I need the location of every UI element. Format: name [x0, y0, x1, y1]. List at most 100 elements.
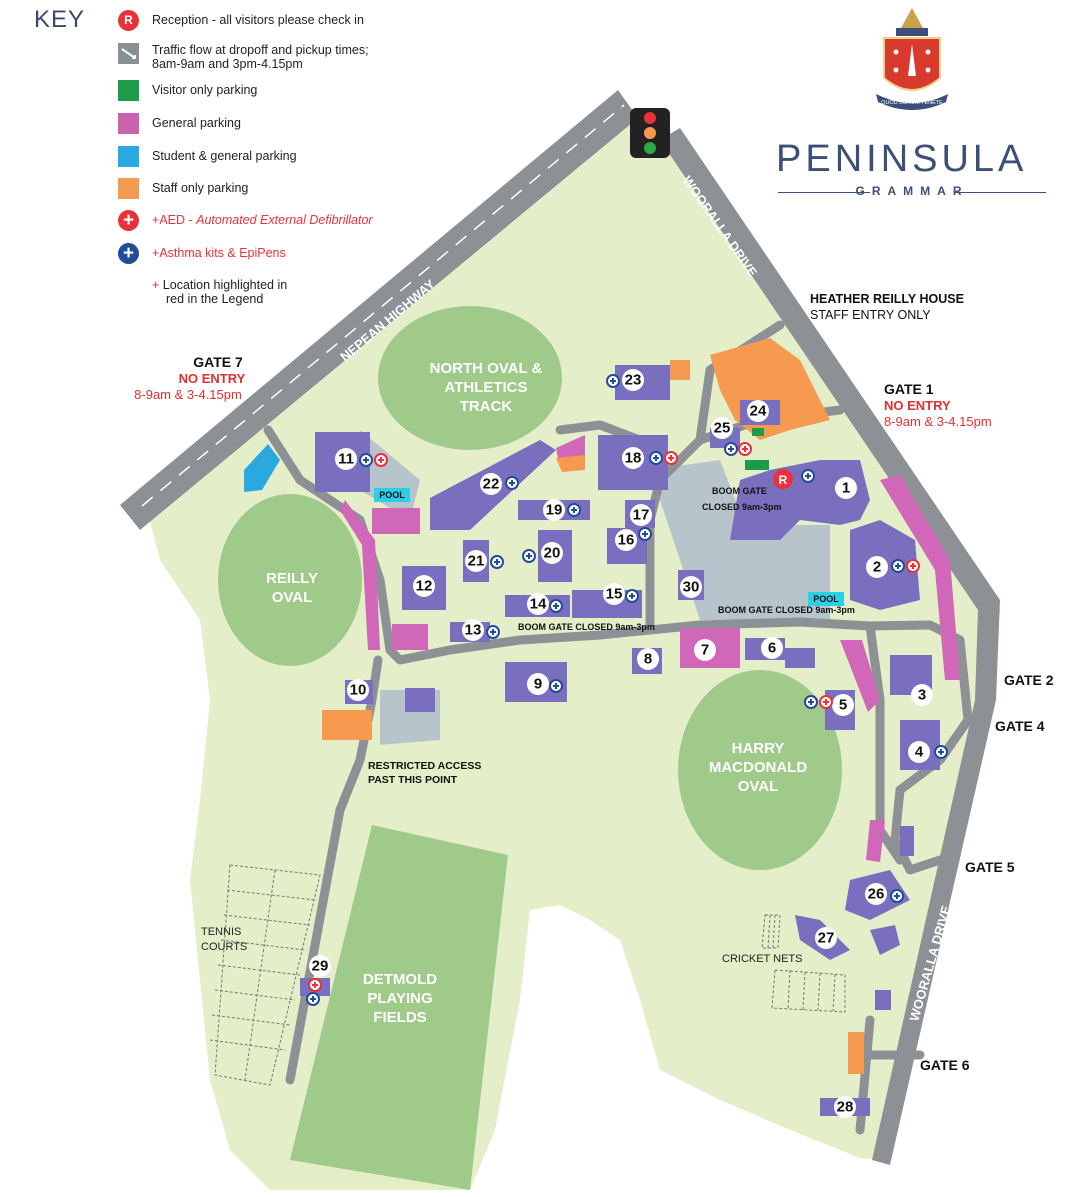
plus-icon: [728, 446, 734, 452]
building-marker: [832, 694, 854, 716]
building-marker: [462, 619, 484, 641]
key-label: Location highlighted in: [162, 278, 288, 292]
plus-icon: [808, 699, 814, 705]
building-marker: [835, 477, 857, 499]
key-label-2: 8am-9am and 3pm-4.15pm: [152, 57, 303, 71]
reception-icon: R: [118, 10, 139, 31]
building-number: 27: [818, 930, 835, 947]
building-number: 13: [465, 622, 482, 639]
school-crest: QUOD BONUM TENETE: [876, 8, 948, 110]
building-number: 22: [483, 476, 500, 493]
visitor-parking-swatch: [118, 80, 139, 101]
building-marker: [637, 648, 659, 670]
building-marker: [527, 673, 549, 695]
building-marker: [694, 639, 716, 661]
building-marker: [413, 575, 435, 597]
building-marker: [335, 448, 357, 470]
building-marker: [347, 679, 369, 701]
building-marker: [834, 1096, 856, 1118]
staff-parking-swatch: [118, 178, 139, 199]
plus-icon: [509, 480, 515, 486]
building-number: 16: [618, 532, 635, 549]
detmold-label-3: FIELDS: [373, 1009, 426, 1026]
building-marker: [911, 684, 933, 706]
key-label: Staff only parking: [152, 181, 249, 195]
building-number: 10: [350, 682, 367, 699]
north-oval-label-3: TRACK: [460, 398, 513, 415]
harry-oval-label-2: MACDONALD: [709, 759, 807, 776]
plus-icon: [653, 455, 659, 461]
asthma-icon: +: [118, 243, 139, 264]
building-numbers: 1 2 3 4 5 6 7 8 9 10 11 12 13 14 15 16 1…: [309, 369, 933, 1118]
pool: [808, 592, 844, 606]
reilly-oval: [218, 494, 362, 666]
building-number: 19: [546, 502, 563, 519]
building-number: 26: [868, 886, 885, 903]
gate-4-label: GATE 4: [995, 718, 1045, 734]
plus-icon: [910, 563, 916, 569]
plus-icon: [805, 473, 811, 479]
plus-icon: [490, 629, 496, 635]
traffic-flow-icon: [118, 43, 139, 64]
reilly-oval-label-1: REILLY: [266, 570, 318, 587]
key-label: General parking: [152, 116, 241, 130]
gate-6-label: GATE 6: [920, 1057, 970, 1073]
key-prefix: +: [152, 278, 160, 292]
gate-1-no-entry: NO ENTRY: [884, 398, 951, 413]
building-number: 28: [837, 1099, 854, 1116]
tennis-courts-label: COURTS: [201, 941, 247, 953]
building-number: 20: [544, 545, 561, 562]
detmold-playing-fields: [290, 825, 508, 1190]
building-marker: [865, 883, 887, 905]
building-marker: [622, 369, 644, 391]
building-marker: [615, 529, 637, 551]
plus-icon: [938, 749, 944, 755]
harry-oval-label-3: OVAL: [738, 778, 779, 795]
gate-2-label: GATE 2: [1004, 672, 1054, 688]
reception-icon: [773, 469, 793, 489]
key-italic: Automated External Defibrillator: [196, 213, 373, 227]
traffic-light-icon: [630, 108, 670, 158]
building-marker: [680, 576, 702, 598]
building-marker: [761, 637, 783, 659]
plus-markers: [306, 374, 948, 1006]
staff-entry-label: STAFF ENTRY ONLY: [810, 308, 931, 322]
aed-icon: +: [118, 210, 139, 231]
pool-label: POOL: [379, 490, 405, 500]
north-oval: [378, 306, 562, 450]
boom-gate-label: BOOM GATE CLOSED 9am-3pm: [718, 605, 855, 615]
building-marker: [527, 593, 549, 615]
gate-7-no-entry: NO ENTRY: [179, 371, 246, 386]
boom-gate-label: BOOM GATE CLOSED 9am-3pm: [518, 622, 655, 632]
nepean-highway: [120, 90, 638, 530]
building-number: 21: [468, 553, 485, 570]
crest-motto: QUOD BONUM TENETE: [881, 100, 943, 106]
brand-divider: [954, 192, 1046, 193]
building-marker: [465, 550, 487, 572]
heather-reilly-label: HEATHER REILLY HOUSE: [810, 292, 964, 306]
key-prefix: +: [152, 246, 160, 260]
building-number: 23: [625, 372, 642, 389]
building-number: 6: [768, 640, 776, 657]
harry-macdonald-oval: [678, 670, 842, 870]
plus-icon: [526, 553, 532, 559]
tennis-courts-label: TENNIS: [201, 926, 241, 938]
key-label: Student & general parking: [152, 149, 297, 163]
cricket-nets-label: CRICKET NETS: [722, 953, 802, 965]
building-marker: [630, 504, 652, 526]
brand-name: PENINSULA: [776, 138, 1028, 180]
plus-icon: [310, 996, 316, 1002]
gate-7-title: GATE 7: [193, 354, 243, 370]
detmold-label-1: DETMOLD: [363, 971, 437, 988]
plus-icon: [494, 559, 500, 565]
cricket-nets: [761, 914, 846, 1013]
building-number: 3: [918, 687, 926, 704]
reilly-oval-label-2: OVAL: [272, 589, 313, 606]
building-number: 2: [873, 559, 881, 576]
plus-icon: [642, 531, 648, 537]
building-number: 5: [839, 697, 847, 714]
building-number: 12: [416, 578, 433, 595]
plus-icon: [571, 507, 577, 513]
building-marker: [908, 741, 930, 763]
north-oval-label-1: NORTH OVAL &: [430, 360, 543, 377]
